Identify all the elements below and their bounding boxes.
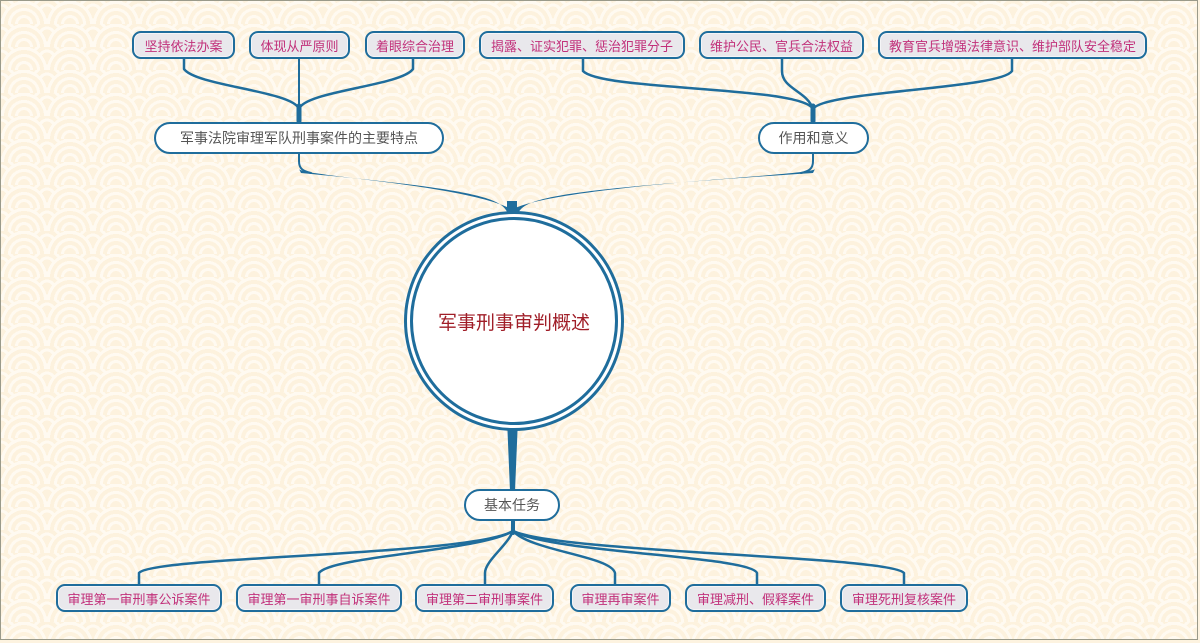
leaf-node[interactable]: 审理第一审刑事公诉案件: [56, 584, 222, 612]
leaf-node[interactable]: 体现从严原则: [249, 31, 350, 59]
leaf-node[interactable]: 维护公民、官兵合法权益: [699, 31, 864, 59]
leaf-label: 教育官兵增强法律意识、维护部队安全稳定: [888, 39, 1136, 55]
link-root-branch2: [509, 169, 815, 219]
leaf-label: 着眼综合治理: [375, 39, 454, 55]
leaf-label: 审理第二审刑事案件: [425, 592, 543, 608]
leaf-label: 审理再审案件: [581, 592, 660, 608]
leaf-label: 体现从严原则: [260, 39, 339, 55]
leaf-label: 维护公民、官兵合法权益: [709, 39, 853, 55]
branch-node-main-features[interactable]: 军事法院审理军队刑事案件的主要特点: [154, 122, 444, 154]
leaf-node[interactable]: 揭露、证实犯罪、惩治犯罪分子: [479, 31, 685, 59]
leaf-node[interactable]: 审理再审案件: [570, 584, 671, 612]
root-label: 军事刑事审判概述: [437, 311, 590, 334]
branch-label: 作用和意义: [778, 131, 849, 147]
branch-label: 军事法院审理军队刑事案件的主要特点: [180, 131, 418, 147]
leaf-node[interactable]: 审理减刑、假释案件: [685, 584, 826, 612]
leaf-node[interactable]: 审理第二审刑事案件: [415, 584, 554, 612]
branch-node-role-significance[interactable]: 作用和意义: [758, 122, 869, 154]
branch-node-basic-tasks[interactable]: 基本任务: [464, 489, 560, 521]
leaf-label: 审理死刑复核案件: [851, 592, 956, 608]
leaf-label: 审理第一审刑事公诉案件: [67, 592, 211, 608]
leaf-label: 审理第一审刑事自诉案件: [247, 592, 391, 608]
leaf-node[interactable]: 审理第一审刑事自诉案件: [236, 584, 402, 612]
leaf-label: 审理减刑、假释案件: [696, 592, 814, 608]
branch-label: 基本任务: [484, 498, 540, 514]
link-root-branch3: [507, 419, 518, 491]
leaf-label: 坚持依法办案: [144, 39, 223, 55]
link-root-branch1: [299, 169, 515, 219]
leaf-node[interactable]: 着眼综合治理: [365, 31, 465, 59]
leaf-node[interactable]: 坚持依法办案: [132, 31, 235, 59]
root-node[interactable]: 军事刑事审判概述: [410, 217, 618, 425]
leaf-label: 揭露、证实犯罪、惩治犯罪分子: [490, 39, 673, 55]
leaf-node[interactable]: 审理死刑复核案件: [840, 584, 968, 612]
leaf-node[interactable]: 教育官兵增强法律意识、维护部队安全稳定: [878, 31, 1147, 59]
